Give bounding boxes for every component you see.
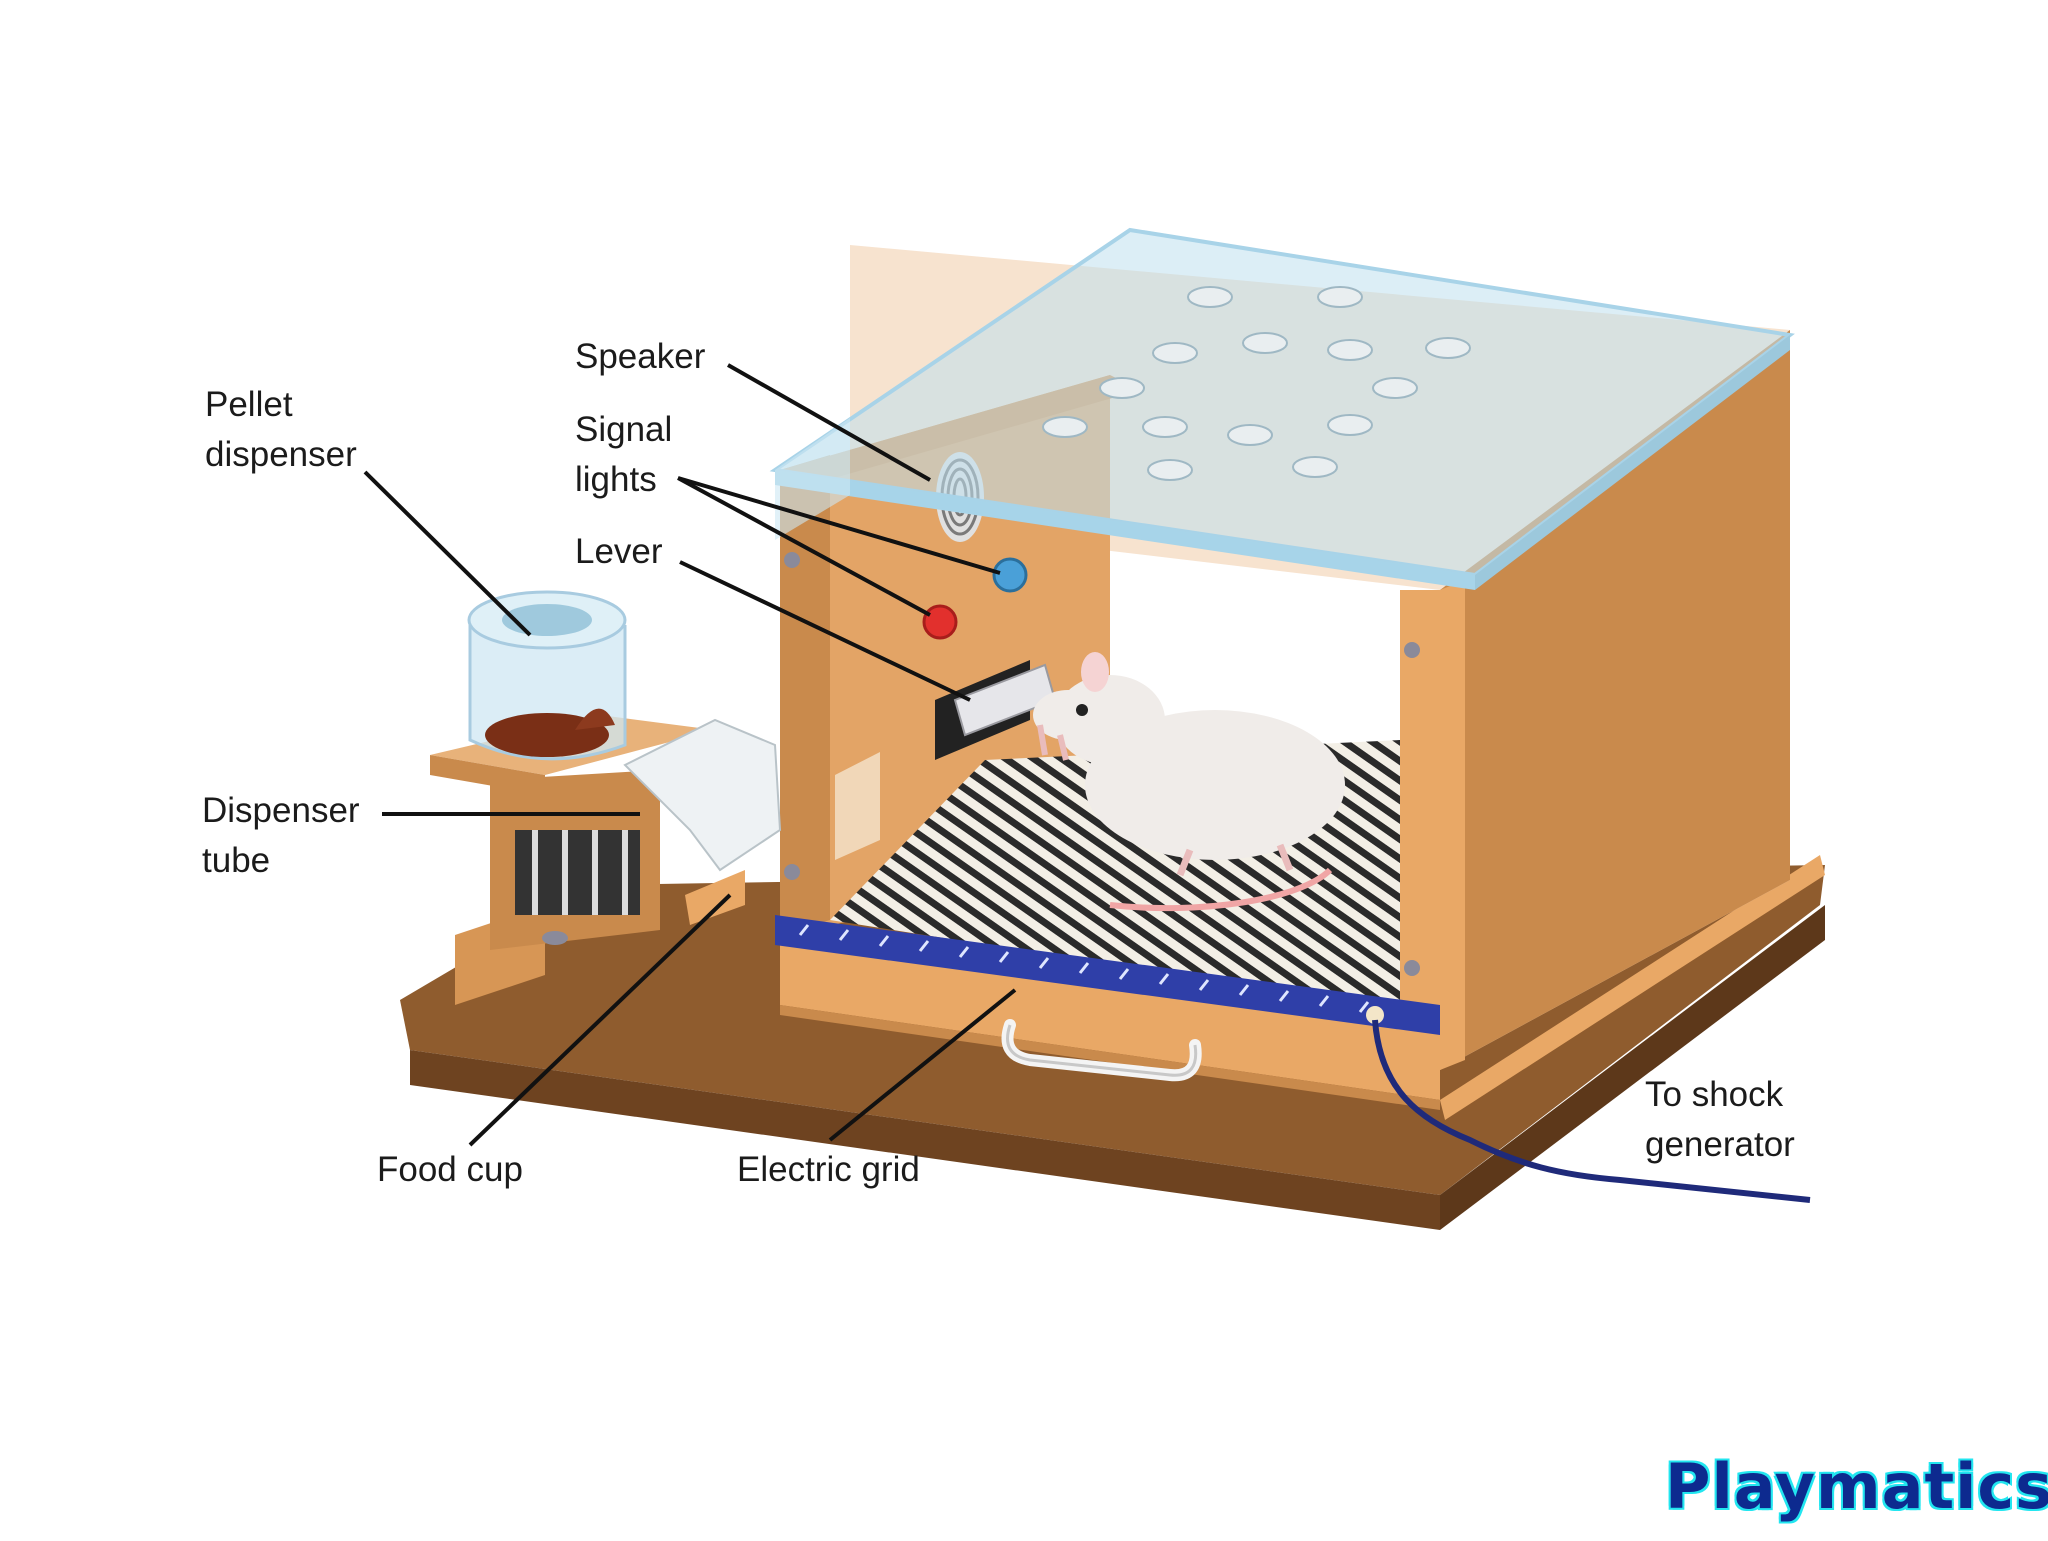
label-pellet-dispenser: Pellet dispenser <box>205 380 357 480</box>
glass-lid <box>769 227 1795 590</box>
grid-rail <box>775 915 1440 1035</box>
front-post <box>1400 590 1440 1070</box>
food-opening <box>835 752 880 860</box>
playmatics-watermark: Playmatics <box>1665 1450 2048 1523</box>
base-rail <box>1440 855 1825 1120</box>
label-signal-lights-line2: lights <box>575 460 657 499</box>
front-drawer <box>780 935 1440 1110</box>
label-dispenser-tube-line1: Dispenser <box>202 791 360 830</box>
right-wall <box>1440 330 1790 1070</box>
label-electric-grid: Electric grid <box>737 1150 920 1189</box>
air-holes <box>1042 286 1471 481</box>
label-shock-generator-line2: generator <box>1645 1125 1795 1164</box>
shock-cable <box>1372 1019 1811 1203</box>
signal-light-blue <box>992 557 1028 593</box>
label-speaker: Speaker <box>575 337 706 376</box>
leader-lines <box>363 363 1017 1147</box>
label-shock-generator: To shock generator <box>1645 1070 1795 1170</box>
label-food-cup: Food cup <box>377 1150 523 1189</box>
label-dispenser-tube: Dispenser tube <box>202 786 360 886</box>
label-lever: Lever <box>575 532 663 571</box>
rat <box>1033 652 1345 912</box>
label-dispenser-tube-line2: tube <box>202 841 271 880</box>
label-pellet-dispenser-line2: dispenser <box>205 435 357 474</box>
label-pellet-dispenser-line1: Pellet <box>205 385 293 424</box>
label-signal-lights-line1: Signal <box>575 410 673 449</box>
label-signal-lights: Signal lights <box>575 405 672 505</box>
label-shock-generator-line1: To shock <box>1645 1075 1784 1114</box>
screws <box>784 552 1420 976</box>
signal-light-red <box>922 604 958 640</box>
